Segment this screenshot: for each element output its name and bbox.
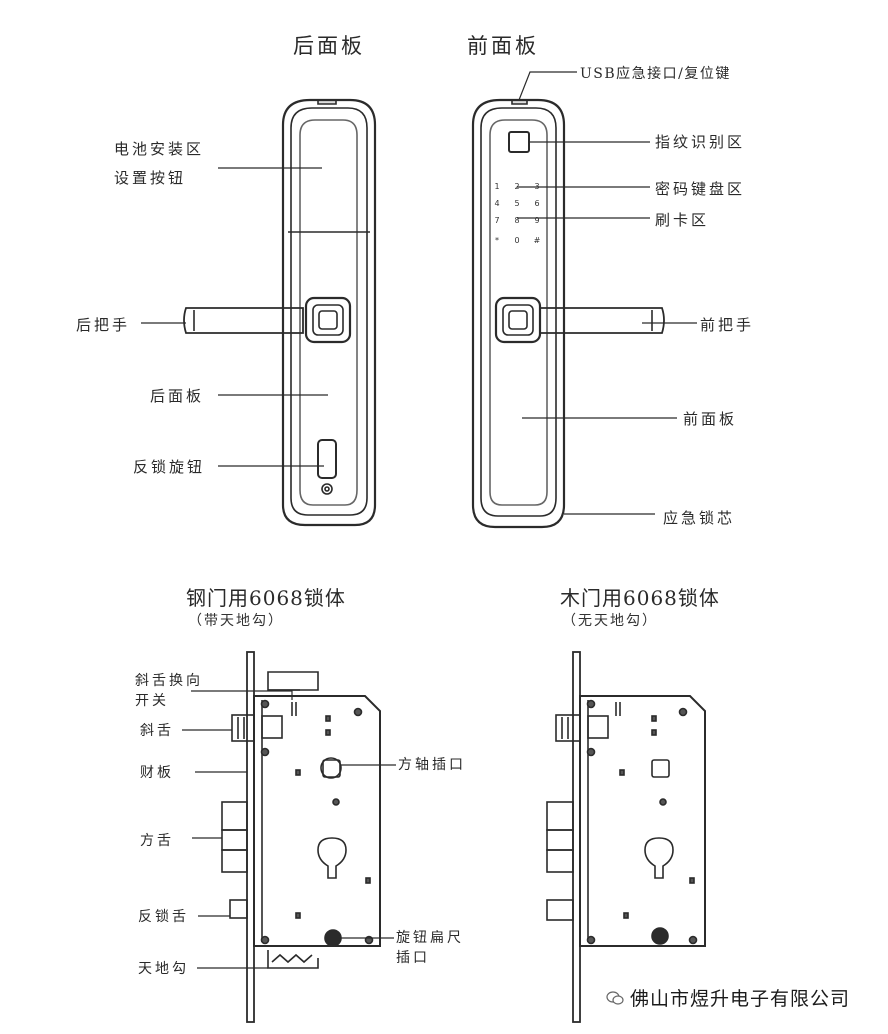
wood-lock-title: 木门用6068锁体 bbox=[560, 586, 720, 610]
antilock-tongue-label: 反锁舌 bbox=[138, 909, 189, 925]
keypad-digit: 0 bbox=[514, 236, 519, 245]
card-area-label: 刷卡区 bbox=[655, 211, 710, 229]
latch-label: 斜舌 bbox=[140, 723, 174, 739]
deadbolt-label: 方舌 bbox=[140, 833, 174, 849]
usb-reset-label: USB应急接口/复位键 bbox=[580, 66, 731, 82]
keypad-digit: 7 bbox=[494, 216, 499, 225]
wood-lock-body-drawing bbox=[546, 651, 706, 1023]
rear-panel-label: 后面板 bbox=[150, 387, 205, 405]
spindle-socket-label: 方轴插口 bbox=[398, 757, 466, 773]
keypad-label: 密码键盘区 bbox=[655, 180, 746, 198]
leader-lines bbox=[141, 71, 697, 969]
keypad-digit: 9 bbox=[534, 216, 539, 225]
front-panel-drawing bbox=[471, 98, 665, 529]
steel-lock-subtitle: （带天地勾） bbox=[188, 613, 284, 629]
front-panel-title: 前面板 bbox=[467, 34, 539, 58]
latch-switch-label-1: 斜舌换向 bbox=[135, 673, 203, 689]
steel-lock-title: 钢门用6068锁体 bbox=[186, 586, 346, 610]
keypad-digit: * bbox=[495, 236, 499, 245]
keypad-digit: 5 bbox=[514, 199, 519, 208]
antilock-knob-label: 反锁旋钮 bbox=[133, 458, 206, 476]
sky-ground-hook-label: 天地勾 bbox=[138, 961, 189, 977]
latch-switch-label-2: 开关 bbox=[135, 693, 169, 709]
front-handle-label: 前把手 bbox=[700, 316, 755, 334]
battery-area-label: 电池安装区 bbox=[114, 140, 205, 158]
rear-handle-label: 后把手 bbox=[76, 316, 131, 334]
rear-panel-drawing bbox=[183, 98, 377, 527]
keypad-digit: 2 bbox=[514, 182, 519, 191]
steel-lock-body-drawing bbox=[221, 651, 381, 1023]
knob-socket-label-2: 插口 bbox=[396, 950, 430, 966]
front-panel-label: 前面板 bbox=[683, 410, 738, 428]
watermark: 佛山市煜升电子有限公司 bbox=[606, 984, 850, 1011]
wechat-icon bbox=[606, 990, 624, 1005]
keypad-digit: # bbox=[534, 236, 541, 245]
keypad-digit: 1 bbox=[494, 182, 499, 191]
keypad-digit: 4 bbox=[494, 199, 499, 208]
watermark-text: 佛山市煜升电子有限公司 bbox=[630, 988, 851, 1010]
keypad-digit: 3 bbox=[534, 182, 539, 191]
rear-panel-title: 后面板 bbox=[293, 34, 365, 58]
faceplate-label: 财板 bbox=[140, 765, 174, 781]
knob-socket-label-1: 旋钮扁尺 bbox=[396, 930, 464, 946]
keypad-digit: 6 bbox=[534, 199, 539, 208]
wood-lock-subtitle: （无天地勾） bbox=[562, 613, 658, 629]
keypad-digits: 1 2 3 4 5 6 7 8 9 * 0 # bbox=[494, 182, 540, 245]
fingerprint-label: 指纹识别区 bbox=[655, 133, 746, 151]
keypad-digit: 8 bbox=[514, 216, 519, 225]
settings-button-label: 设置按钮 bbox=[114, 169, 187, 187]
emergency-cylinder-label: 应急锁芯 bbox=[663, 509, 736, 527]
